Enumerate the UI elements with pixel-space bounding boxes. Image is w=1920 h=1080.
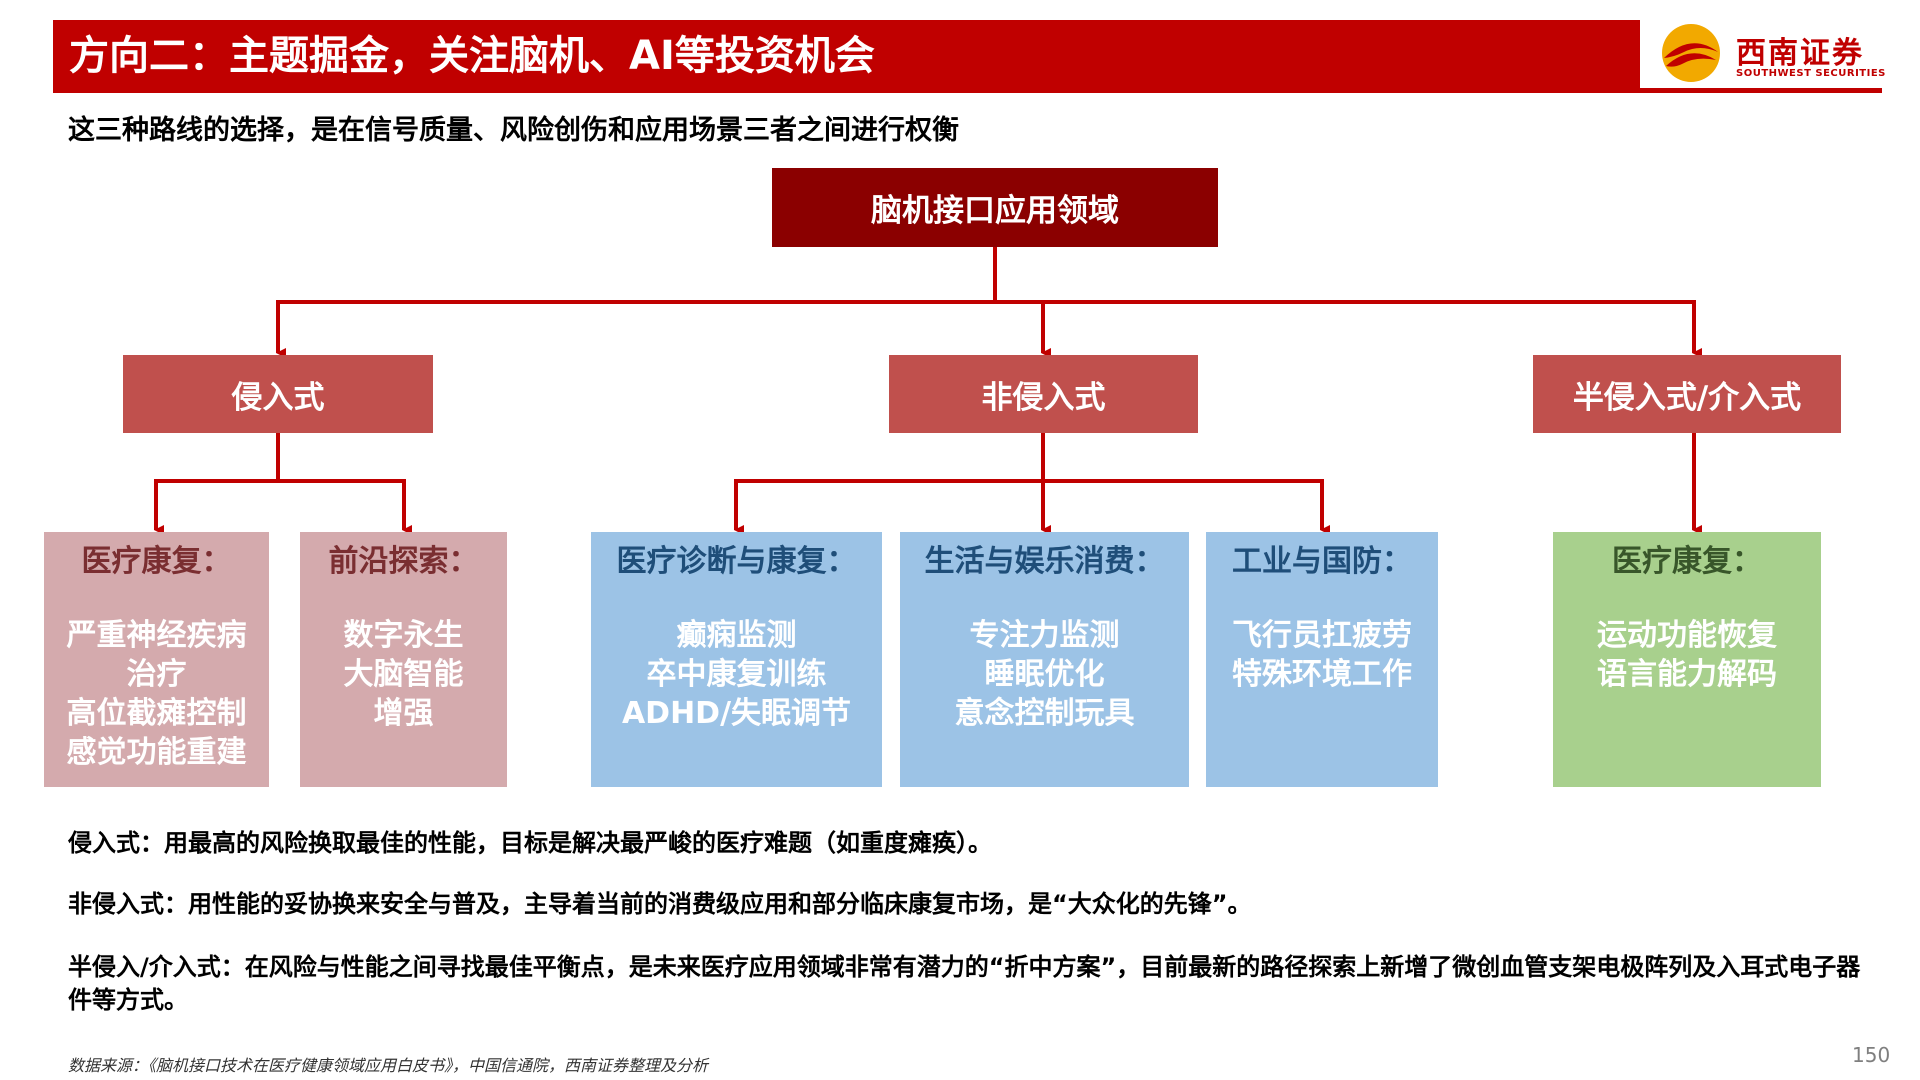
leaf-item: 飞行员扛疲劳 [1232, 618, 1412, 653]
leaf-item: 癫痫监测 [676, 618, 797, 653]
leaf-item: 严重神经疾病 [66, 618, 247, 653]
note-noninvasive: 非侵入式：用性能的妥协换来安全与普及，主导着当前的消费级应用和部分临床康复市场，… [68, 890, 1252, 918]
leaf-item: 增强 [373, 696, 434, 731]
leaf-invasive-frontier: 前沿探索： 数字永生 大脑智能 增强 [300, 532, 507, 787]
leaf-item: 睡眠优化 [984, 657, 1105, 692]
southwest-securities-logo-icon [1662, 24, 1720, 82]
leaf-invasive-medical: 医疗康复： 严重神经疾病 治疗 高位截瘫控制 感觉功能重建 [44, 532, 269, 787]
leaf-item: 卒中康复训练 [646, 657, 827, 692]
leaf-item: 治疗 [126, 657, 187, 692]
subtitle: 这三种路线的选择，是在信号质量、风险创伤和应用场景三者之间进行权衡 [68, 115, 959, 146]
category-noninvasive: 非侵入式 [889, 355, 1198, 433]
leaf-item: 意念控制玩具 [954, 696, 1135, 731]
leaf-item: 高位截瘫控制 [66, 696, 247, 731]
header-underline [53, 88, 1882, 93]
logo-name-en: SOUTHWEST SECURITIES [1736, 68, 1886, 79]
category-invasive: 侵入式 [123, 355, 433, 433]
leaf-noninvasive-diagnosis: 医疗诊断与康复： 癫痫监测 卒中康复训练 ADHD/失眠调节 [591, 532, 882, 787]
page-title: 方向二：主题掘金，关注脑机、AI等投资机会 [69, 33, 875, 79]
leaf-noninvasive-industry: 工业与国防： 飞行员扛疲劳 特殊环境工作 [1206, 532, 1438, 787]
leaf-items: 癫痫监测 卒中康复训练 ADHD/失眠调节 [591, 616, 882, 733]
leaf-title: 前沿探索： [328, 544, 479, 579]
leaf-title: 医疗诊断与康复： [616, 544, 857, 579]
page-number: 150 [1852, 1043, 1891, 1067]
leaf-item: ADHD/失眠调节 [621, 696, 852, 731]
leaf-item: 语言能力解码 [1597, 657, 1777, 692]
note-invasive: 侵入式：用最高的风险换取最佳的性能，目标是解决最严峻的医疗难题（如重度瘫痪）。 [68, 829, 992, 857]
leaf-item: 数字永生 [343, 618, 464, 653]
leaf-item: 运动功能恢复 [1597, 618, 1777, 653]
leaf-semi-invasive-medical: 医疗康复： 运动功能恢复 语言能力解码 [1553, 532, 1821, 787]
leaf-item: 特殊环境工作 [1232, 657, 1412, 692]
leaf-item: 大脑智能 [343, 657, 464, 692]
leaf-items: 专注力监测 睡眠优化 意念控制玩具 [900, 616, 1189, 733]
leaf-title: 医疗康复： [81, 544, 232, 579]
root-node: 脑机接口应用领域 [772, 168, 1218, 247]
category-semi-invasive: 半侵入式/介入式 [1533, 355, 1841, 433]
leaf-item: 专注力监测 [969, 618, 1120, 653]
leaf-title: 工业与国防： [1232, 544, 1412, 579]
leaf-items: 严重神经疾病 治疗 高位截瘫控制 感觉功能重建 [44, 616, 269, 772]
leaf-title: 生活与娱乐消费： [924, 544, 1165, 579]
leaf-item: 感觉功能重建 [66, 735, 247, 770]
leaf-items: 飞行员扛疲劳 特殊环境工作 [1206, 616, 1438, 694]
note-semi-invasive: 半侵入/介入式：在风险与性能之间寻找最佳平衡点，是未来医疗应用领域非常有潜力的“… [68, 953, 1861, 1014]
leaf-items: 数字永生 大脑智能 增强 [300, 616, 507, 733]
leaf-items: 运动功能恢复 语言能力解码 [1553, 616, 1821, 694]
company-logo: 西南证券 SOUTHWEST SECURITIES [1660, 20, 1885, 86]
leaf-noninvasive-lifestyle: 生活与娱乐消费： 专注力监测 睡眠优化 意念控制玩具 [900, 532, 1189, 787]
logo-name-cn: 西南证券 [1736, 36, 1864, 71]
header-bar: 方向二：主题掘金，关注脑机、AI等投资机会 [53, 20, 1640, 92]
leaf-title: 医疗康复： [1612, 544, 1762, 579]
data-source: 数据来源：《脑机接口技术在医疗健康领域应用白皮书》，中国信通院，西南证券整理及分… [68, 1056, 709, 1075]
